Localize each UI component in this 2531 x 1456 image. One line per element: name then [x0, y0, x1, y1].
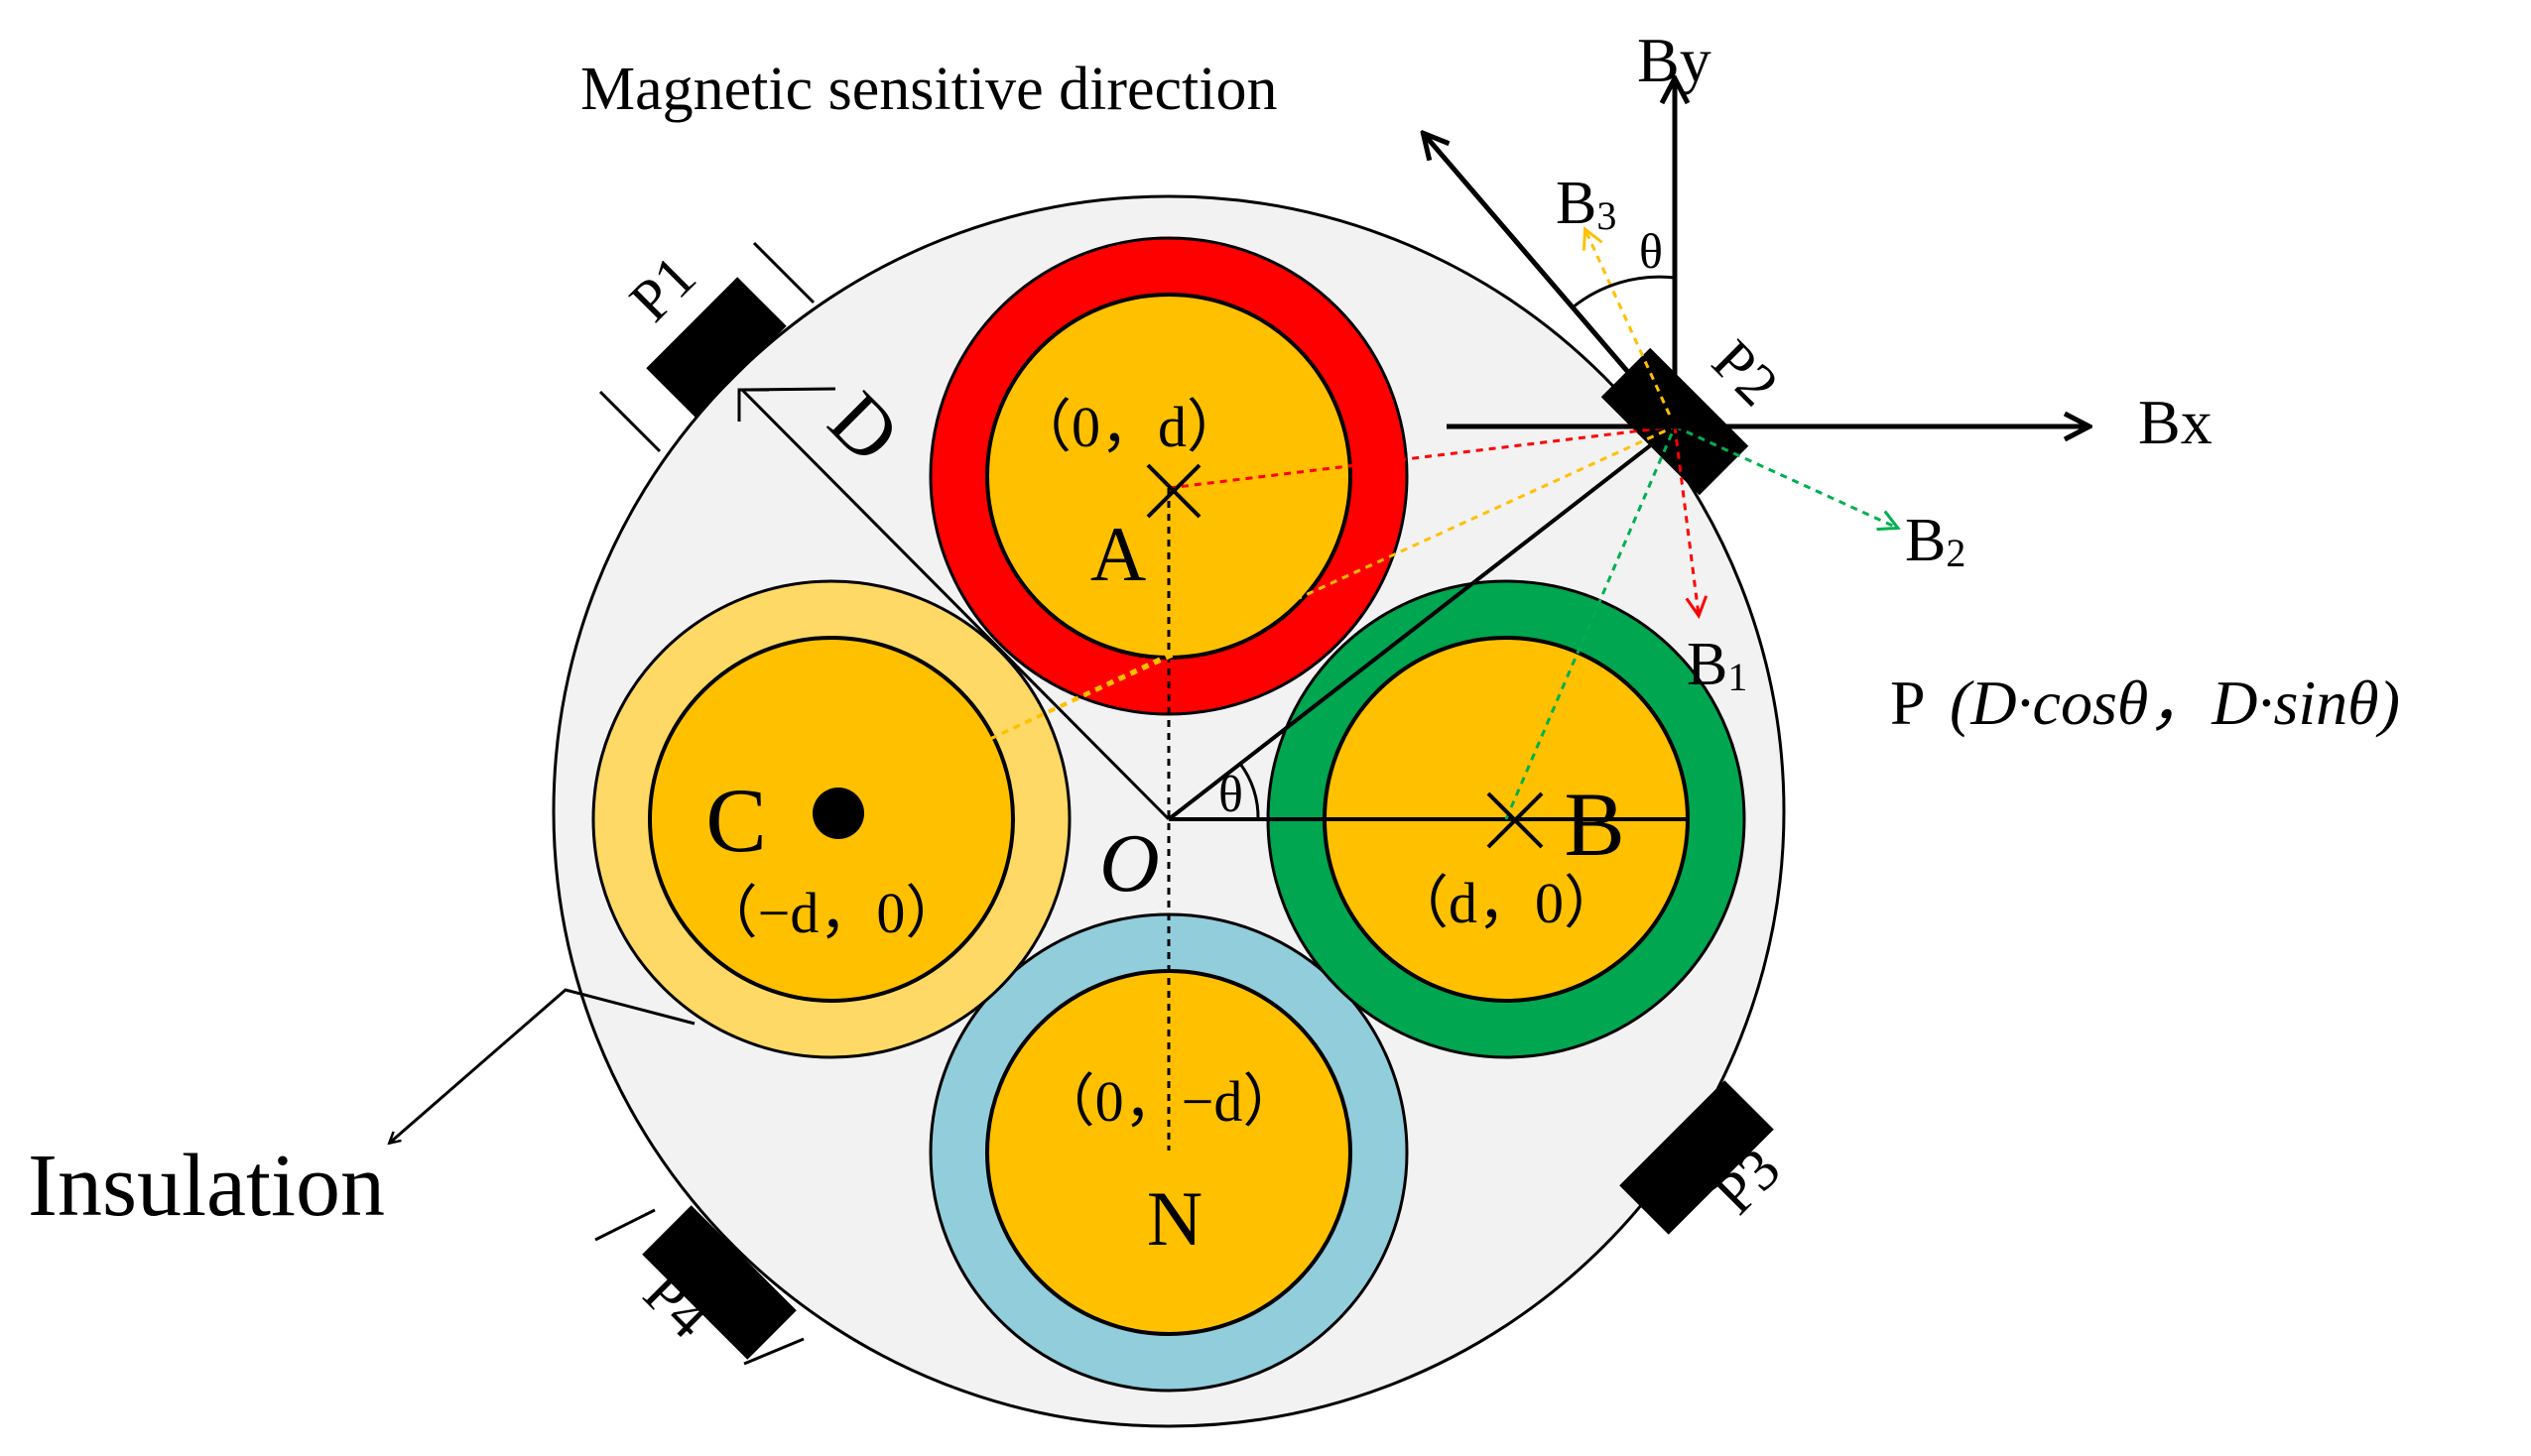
sensor-label-p1: P2	[1700, 327, 1790, 418]
conductor-n	[929, 912, 1409, 1393]
magnetic-direction-label: Magnetic sensitive direction	[580, 56, 1277, 123]
cross-marker-a	[1146, 463, 1202, 519]
origin-label: O	[1099, 817, 1160, 910]
insulation-pointer	[390, 988, 696, 1143]
conductor-c-name: C	[705, 770, 766, 871]
vector-b2-label: B2	[1905, 507, 1965, 575]
conductor-a-coords: （0，d）	[1014, 395, 1244, 459]
d-dimension-tick	[737, 388, 769, 422]
vector-b3-arrow	[1585, 230, 1677, 427]
field-line-c	[989, 425, 1676, 741]
radius-line-o-p1	[1167, 425, 1677, 821]
insulation-label: Insulation	[28, 1137, 385, 1235]
field-line-b	[1504, 425, 1677, 820]
conductor-a-name: A	[1090, 511, 1146, 597]
conductor-n-coords: （0，−d）	[1038, 1069, 1301, 1134]
bx-label: Bx	[2138, 387, 2213, 457]
point-coords: (D·cosθ，D·sinθ)	[1950, 667, 2400, 738]
dot-marker-c	[813, 788, 864, 839]
field-line-c-extension	[989, 589, 1303, 741]
conductor-n-name: N	[1147, 1175, 1202, 1262]
theta-center-label: θ	[1218, 767, 1243, 823]
conductor-c-coords: （−d，0）	[700, 881, 963, 945]
conductor-b-coords: （d，0）	[1391, 871, 1621, 935]
sensitive-direction-arrow	[1424, 134, 1677, 428]
conductor-b-name: B	[1564, 774, 1624, 875]
by-label: By	[1637, 25, 1711, 95]
vector-b2-arrow	[1674, 425, 1897, 528]
point-prefix: P	[1890, 667, 1926, 738]
vector-b3-label: B3	[1556, 170, 1616, 238]
radius-line-o-p3	[740, 388, 1171, 821]
cross-marker-b	[1486, 791, 1544, 849]
theta-angle-arc	[1238, 763, 1260, 820]
theta-top-label: θ	[1639, 223, 1663, 279]
theta-angle-arc-top	[1572, 275, 1676, 309]
vector-b1-arrow	[1673, 425, 1699, 615]
vector-b1-label: B1	[1687, 631, 1747, 699]
